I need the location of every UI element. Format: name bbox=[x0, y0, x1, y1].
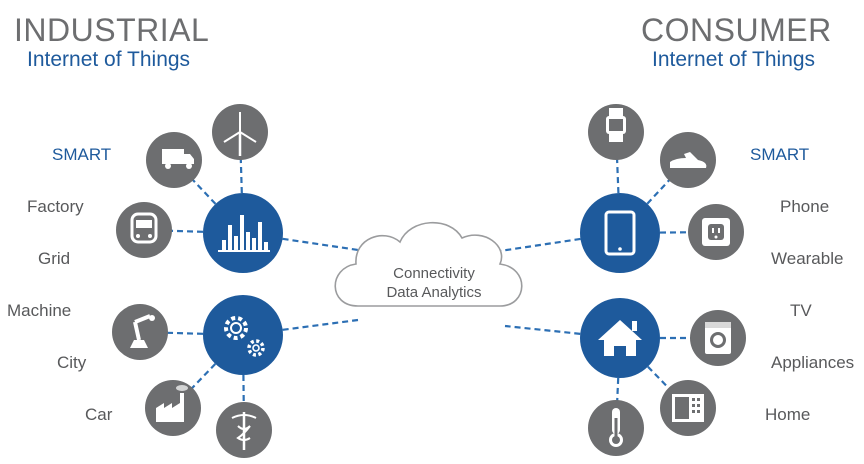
consumer-label-home: Home bbox=[765, 405, 811, 424]
industrial-title: INDUSTRIAL bbox=[14, 12, 210, 48]
tablet-icon bbox=[580, 193, 660, 273]
cloud-shape bbox=[334, 221, 523, 307]
industrial-label-city: City bbox=[57, 353, 87, 372]
gears-icon bbox=[203, 295, 283, 375]
industrial-label-machine: Machine bbox=[7, 301, 72, 320]
data-analytics-label: Data Analytics bbox=[386, 284, 482, 301]
appliance-panel-icon bbox=[660, 380, 716, 436]
truck-icon bbox=[146, 132, 202, 188]
consumer-label-wearable: Wearable bbox=[771, 249, 844, 268]
washing-machine-icon bbox=[690, 310, 746, 366]
industrial-label-factory: Factory bbox=[27, 197, 84, 216]
power-outlet-icon bbox=[688, 204, 744, 260]
connectivity-label: Connectivity bbox=[393, 265, 475, 282]
industrial-label-smart: SMART bbox=[52, 145, 112, 164]
train-icon bbox=[116, 202, 172, 258]
bar-chart-icon bbox=[203, 193, 283, 273]
robot-arm-icon bbox=[112, 304, 168, 360]
industrial-label-car: Car bbox=[85, 405, 113, 424]
consumer-title: CONSUMER bbox=[641, 12, 832, 48]
consumer-label-tv: TV bbox=[790, 301, 812, 320]
consumer-label-appliances: Appliances bbox=[771, 353, 855, 372]
caduceus-icon bbox=[216, 402, 272, 458]
consumer-subtitle: Internet of Things bbox=[652, 48, 816, 71]
industrial-subtitle: Internet of Things bbox=[27, 48, 191, 71]
consumer-label-smart: SMART bbox=[750, 145, 810, 164]
industrial-label-grid: Grid bbox=[38, 249, 71, 268]
house-icon bbox=[580, 298, 660, 378]
smartwatch-icon bbox=[588, 104, 644, 160]
sneaker-icon bbox=[660, 132, 716, 188]
consumer-label-phone: Phone bbox=[780, 197, 830, 216]
cloud-label: Connectivity Data Analytics bbox=[364, 264, 504, 302]
thermometer-icon bbox=[588, 400, 644, 456]
wind-turbine-icon bbox=[212, 104, 268, 160]
factory-icon bbox=[145, 380, 201, 436]
